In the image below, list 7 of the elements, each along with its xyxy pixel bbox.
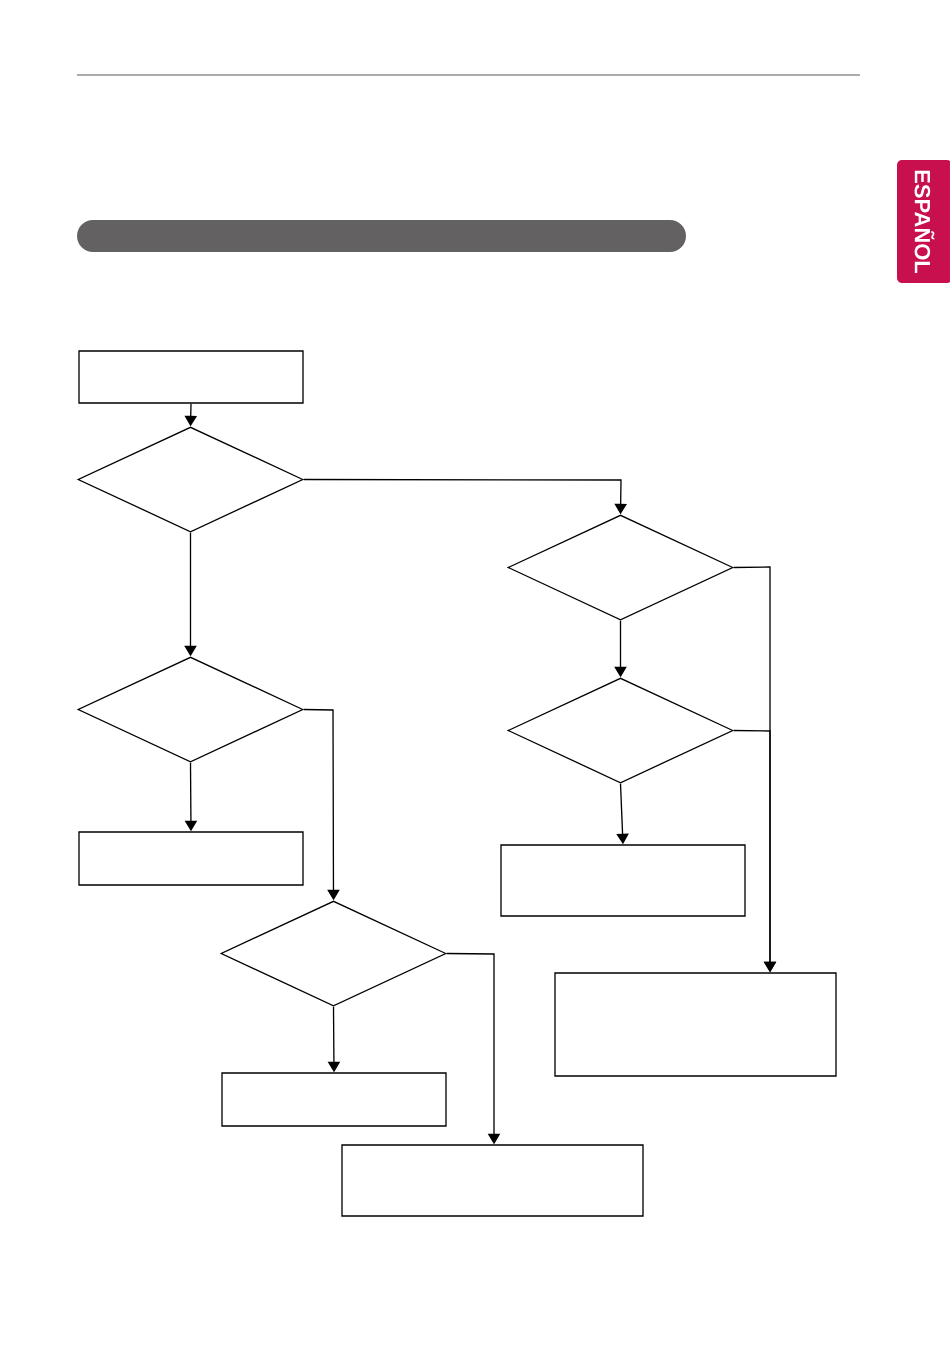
process-box [221, 1072, 447, 1127]
process-box [554, 972, 837, 1077]
process-box [78, 831, 304, 886]
process-box [78, 350, 304, 404]
language-tab: ESPAÑOL [897, 160, 950, 283]
process-box [500, 844, 746, 917]
process-box [341, 1144, 644, 1217]
